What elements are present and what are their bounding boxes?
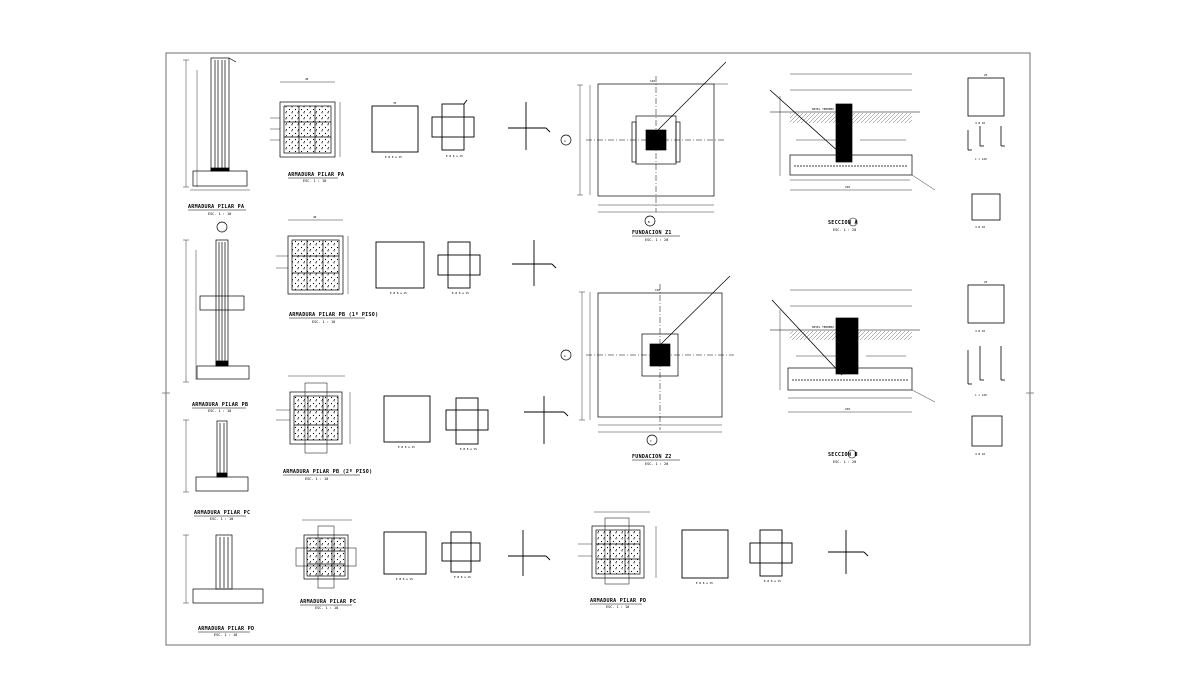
- scale-pc-elevation: ESC. 1 : 10: [210, 517, 233, 521]
- scale-pd-section: ESC. 1 : 10: [606, 605, 629, 609]
- bar-note-4: 4 Ø 10: [975, 451, 985, 456]
- dim-section-a: 100: [845, 185, 850, 189]
- scale-section-b: ESC. 1 : 20: [833, 460, 856, 464]
- column-elevation-pd: [183, 534, 264, 604]
- svg-text:E Ø 8 a 15: E Ø 8 a 15: [696, 580, 713, 585]
- dim-z1-width: 120: [650, 79, 655, 83]
- bar-length-1: L = 120: [975, 157, 987, 161]
- bar-length-2: L = 120: [975, 393, 987, 397]
- stirrup-pb-square: E Ø 8 a 15: [375, 241, 425, 295]
- ground-level-b: NIVEL TERRENO: [812, 325, 834, 329]
- scale-pb-elevation: ESC. 1 : 10: [208, 409, 231, 413]
- foundation-z1-plan: [560, 61, 728, 227]
- column-elevation-pa: [183, 57, 250, 191]
- bar-hook-pb2: [524, 396, 569, 444]
- scale-pb-section: ESC. 1 : 10: [312, 320, 335, 324]
- foundation-section-b: [770, 289, 936, 413]
- stirrup-pd-square: E Ø 8 a 15: [681, 529, 729, 585]
- svg-text:E Ø 8 a 15: E Ø 8 a 15: [385, 154, 402, 159]
- title-section-a: SECCION A: [828, 220, 858, 226]
- svg-text:E Ø 8 a 15: E Ø 8 a 15: [396, 576, 413, 581]
- marker-z1-a: A: [564, 139, 566, 143]
- dim-pa-stirrup: 35: [393, 101, 397, 105]
- bar-schedule-top: [967, 77, 1005, 221]
- title-pa-elevation: ARMADURA PILAR PA: [188, 204, 244, 210]
- marker-z2-a: A: [564, 354, 566, 358]
- dim-pb-width: 40: [313, 215, 317, 219]
- dim-schedule-bottom: 25: [984, 280, 988, 284]
- stirrup-pa-square: E Ø 8 a 15: [371, 105, 419, 159]
- marker-z2-c: C: [650, 439, 652, 443]
- column-elevation-pc: [183, 419, 249, 493]
- column-section-pa: [270, 81, 341, 158]
- svg-text:E Ø 8 a 15: E Ø 8 a 15: [398, 444, 415, 449]
- stirrup-pa-cross: E Ø 8 a 15: [431, 99, 475, 158]
- title-pc-elevation: ARMADURA PILAR PC: [194, 510, 250, 516]
- sheet-border: [165, 52, 1031, 646]
- stirrup-pc-square: E Ø 8 a 15: [383, 531, 427, 581]
- svg-text:E Ø 8 a 15: E Ø 8 a 15: [446, 153, 463, 158]
- title-pc-section: ARMADURA PILAR PC: [300, 599, 356, 605]
- scale-pc-section: ESC. 1 : 10: [315, 606, 338, 610]
- column-section-pc: [295, 519, 357, 589]
- title-pd-section: ARMADURA PILAR PD: [590, 598, 646, 604]
- stirrup-pb-cross: E Ø 8 a 15: [437, 241, 481, 295]
- stirrup-pb2-cross: E Ø 8 a 15: [445, 397, 489, 451]
- scale-pb2-section: ESC. 1 : 10: [305, 477, 328, 481]
- svg-text:E Ø 8 a 15: E Ø 8 a 15: [454, 574, 471, 579]
- scale-pa-elevation: ESC. 1 : 10: [208, 212, 231, 216]
- bar-hook-pd: [828, 530, 869, 574]
- title-pb2-section: ARMADURA PILAR PB (2º PISO): [283, 469, 372, 475]
- title-pd-elevation: ARMADURA PILAR PD: [198, 626, 254, 632]
- title-z2: FUNDACION Z2: [632, 454, 672, 460]
- ground-level-a: NIVEL TERRENO: [812, 107, 834, 111]
- bar-note-3: 4 Ø 10: [975, 328, 985, 333]
- column-section-pd: [578, 511, 657, 585]
- scale-pa-section: ESC. 1 : 10: [303, 179, 326, 183]
- scale-z2: ESC. 1 : 20: [645, 462, 668, 466]
- dim-schedule-top: 25: [984, 73, 988, 77]
- bar-schedule-bottom: [967, 284, 1005, 447]
- svg-text:E Ø 8 a 15: E Ø 8 a 15: [452, 290, 469, 295]
- title-pa-section: ARMADURA PILAR PA: [288, 172, 344, 178]
- bar-hook-pb: [512, 240, 557, 286]
- stirrup-pc-cross: E Ø 8 a 15: [441, 531, 481, 579]
- title-pb-elevation: ARMADURA PILAR PB: [192, 402, 248, 408]
- column-elevation-pb: [183, 221, 250, 383]
- title-pb-section: ARMADURA PILAR PB (1º PISO): [289, 312, 378, 318]
- foundation-section-a: [769, 73, 936, 191]
- bar-note-1: 4 Ø 10: [975, 120, 985, 125]
- stirrup-pb2-square: E Ø 8 a 15: [383, 395, 431, 449]
- svg-text:E Ø 8 a 15: E Ø 8 a 15: [390, 290, 407, 295]
- marker-z1-b: B: [648, 220, 650, 224]
- dim-pa-width: 40: [305, 77, 309, 81]
- svg-text:E Ø 8 a 15: E Ø 8 a 15: [460, 446, 477, 451]
- dim-section-b: 100: [845, 407, 850, 411]
- column-section-pb2: [276, 375, 351, 454]
- scale-section-a: ESC. 1 : 20: [833, 228, 856, 232]
- scale-z1: ESC. 1 : 20: [645, 238, 668, 242]
- dim-z2-width: 120: [655, 288, 660, 292]
- foundation-z2-plan: [560, 275, 734, 446]
- stirrup-pd-cross: E Ø 8 a 15: [749, 529, 793, 583]
- bar-note-2: 4 Ø 10: [975, 224, 985, 229]
- bar-hook-pc: [508, 530, 551, 576]
- title-z1: FUNDACION Z1: [632, 230, 672, 236]
- title-section-b: SECCION B: [828, 452, 858, 458]
- column-section-pb: [276, 219, 349, 295]
- svg-text:E Ø 8 a 15: E Ø 8 a 15: [764, 578, 781, 583]
- bar-hook-pa: [508, 102, 551, 150]
- scale-pd-elevation: ESC. 1 : 10: [214, 633, 237, 637]
